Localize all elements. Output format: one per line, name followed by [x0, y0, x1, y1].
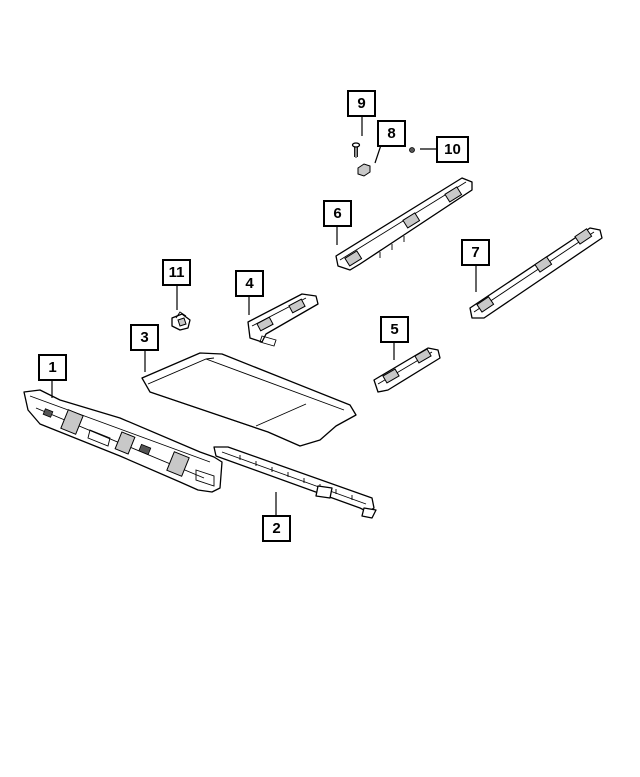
svg-text:2: 2 [272, 520, 280, 537]
part-10-small-nut [409, 147, 415, 153]
part-7-long-bracket [469, 227, 603, 319]
callout-11: 11 [162, 259, 191, 286]
callout-6: 6 [323, 200, 352, 227]
callout-8: 8 [377, 120, 406, 147]
part-4-small-bracket [247, 293, 319, 347]
part-9-screw [351, 142, 361, 158]
callout-10: 10 [436, 136, 469, 163]
part-6-long-bracket [335, 177, 473, 271]
part-5-small-bracket [373, 347, 441, 393]
svg-text:5: 5 [390, 321, 398, 338]
callout-5: 5 [380, 316, 409, 343]
callout-4: 4 [235, 270, 264, 297]
svg-text:4: 4 [245, 275, 254, 292]
svg-text:11: 11 [169, 264, 185, 281]
part-2-support-rail [213, 446, 377, 519]
svg-text:10: 10 [444, 141, 461, 158]
leader-lines [51, 116, 477, 516]
part-11-push-clip [171, 311, 191, 331]
part-1-rear-trim-panel [23, 389, 223, 493]
part-3-load-floor-panel [141, 352, 357, 447]
callout-3: 3 [130, 324, 159, 351]
callout-7: 7 [461, 239, 490, 266]
part-8-nut [357, 163, 371, 177]
svg-text:1: 1 [48, 359, 56, 376]
svg-text:9: 9 [357, 95, 365, 112]
svg-text:7: 7 [471, 244, 479, 261]
svg-text:3: 3 [140, 329, 148, 346]
callout-1: 1 [38, 354, 67, 381]
svg-text:6: 6 [333, 205, 341, 222]
callout-2: 2 [262, 515, 291, 542]
svg-text:8: 8 [387, 125, 395, 142]
callout-9: 9 [347, 90, 376, 117]
